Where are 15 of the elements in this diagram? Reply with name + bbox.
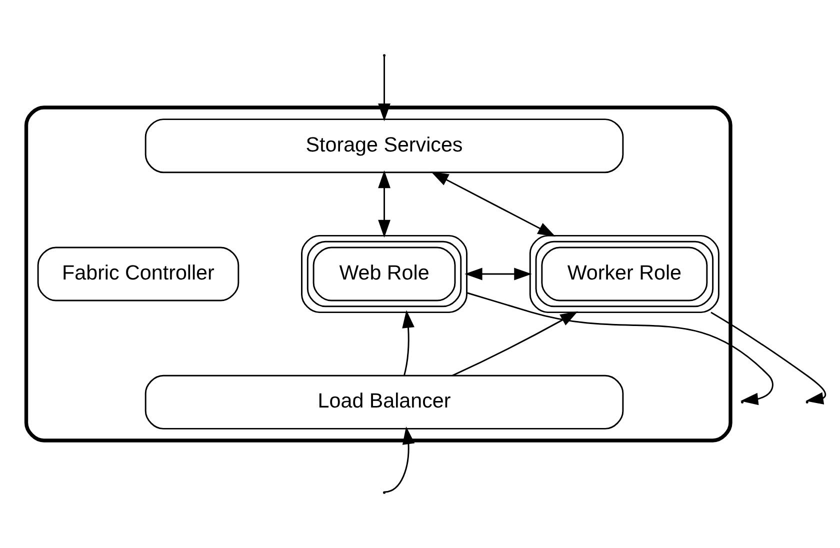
cluster <box>24 106 732 442</box>
arrow <box>452 311 578 376</box>
arrow <box>710 312 826 404</box>
arrow <box>384 426 415 493</box>
node-box: Storage Services <box>144 118 624 174</box>
node-box: Worker Role <box>529 234 720 314</box>
arrow <box>378 56 390 122</box>
arrow <box>464 268 532 280</box>
node-box: Web Role <box>301 234 468 314</box>
arrow <box>466 292 774 406</box>
arrow <box>402 310 414 376</box>
node-box: Load Balancer <box>144 374 624 430</box>
node-box: Fabric Controller <box>37 246 240 302</box>
arrow <box>378 170 390 238</box>
arrow <box>430 172 556 237</box>
